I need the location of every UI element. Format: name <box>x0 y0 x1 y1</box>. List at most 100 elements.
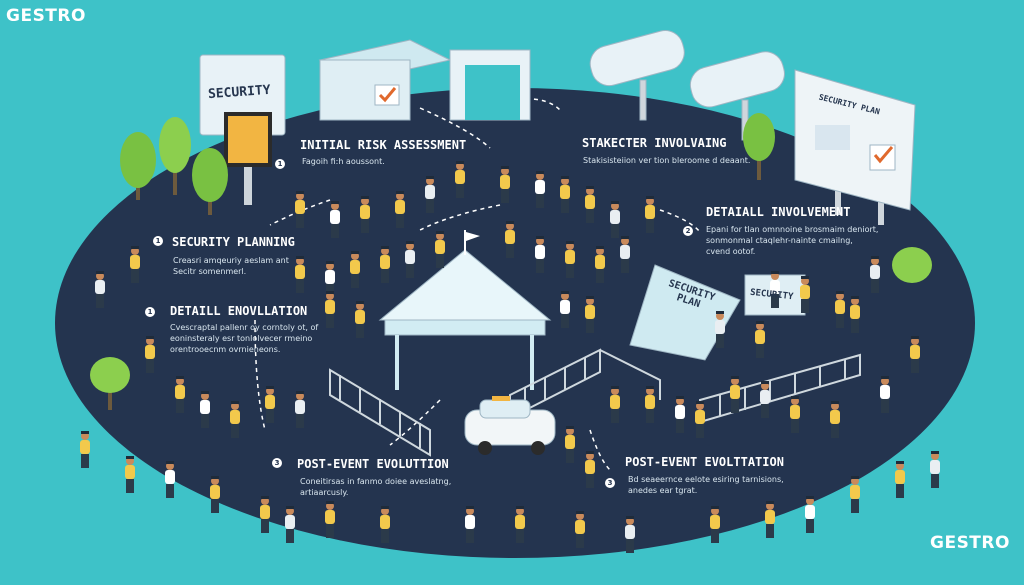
crowd-person-cap <box>211 476 219 479</box>
crowd-person <box>850 485 860 499</box>
crowd-person <box>465 515 475 529</box>
crowd-person-cap <box>331 201 339 204</box>
crowd-person-legs <box>146 359 154 373</box>
crowd-person-cap <box>696 401 704 404</box>
crowd-person <box>850 305 860 319</box>
crowd-person <box>425 185 435 199</box>
crowd-person <box>790 405 800 419</box>
crowd-person-legs <box>676 419 684 433</box>
crowd-person <box>535 180 545 194</box>
crowd-person-cap <box>896 461 904 464</box>
crowd-person <box>835 300 845 314</box>
billboard-left <box>199 54 286 205</box>
crowd-person-legs <box>766 524 774 538</box>
stage-number: 2 <box>683 226 693 236</box>
crowd-person-legs <box>516 529 524 543</box>
crowd-person <box>165 470 175 484</box>
crowd-person-legs <box>896 484 904 498</box>
stage-title-detail-evaluation: DETAILL ENOVLLATION <box>170 304 308 318</box>
crowd-person <box>560 185 570 199</box>
crowd-person-legs <box>586 319 594 333</box>
crowd-person <box>325 300 335 314</box>
crowd-person-cap <box>536 171 544 174</box>
crowd-person-cap <box>566 426 574 429</box>
crowd-person <box>125 465 135 479</box>
crowd-person-legs <box>626 539 634 553</box>
crowd-person-cap <box>381 246 389 249</box>
crowd-person-cap <box>296 391 304 394</box>
crowd-person-legs <box>201 414 209 428</box>
crowd-person-legs <box>361 219 369 233</box>
crowd-person-cap <box>351 251 359 254</box>
crowd-person-legs <box>131 269 139 283</box>
crowd-person <box>350 260 360 274</box>
crowd-person-cap <box>126 456 134 459</box>
stage-number: 3 <box>272 458 282 468</box>
crowd-person-cap <box>506 221 514 224</box>
crowd-person-cap <box>801 276 809 279</box>
crowd-person-legs <box>536 194 544 208</box>
crowd-person-cap <box>166 461 174 464</box>
crowd-person-cap <box>831 401 839 404</box>
crowd-person <box>145 345 155 359</box>
crowd-person-legs <box>696 424 704 438</box>
crowd-person <box>260 505 270 519</box>
crowd-person-cap <box>501 166 509 169</box>
crowd-person <box>910 345 920 359</box>
stage-desc-post-event-left: Coneitirsas in fanmo doiee aveslatng, ar… <box>300 477 452 497</box>
watermark-top-left: GESTRO <box>6 6 86 26</box>
crowd-person <box>175 385 185 399</box>
crowd-person-cap <box>146 336 154 339</box>
watermark-bottom-right: GESTRO <box>930 533 1010 553</box>
crowd-person-cap <box>406 241 414 244</box>
crowd-person <box>620 245 630 259</box>
crowd-person-legs <box>611 409 619 423</box>
crowd-person-cap <box>881 376 889 379</box>
crowd-person-legs <box>231 424 239 438</box>
crowd-person-legs <box>791 419 799 433</box>
crowd-person <box>930 460 940 474</box>
crowd-person-cap <box>806 496 814 499</box>
crowd-person-legs <box>286 529 294 543</box>
crowd-person <box>285 515 295 529</box>
crowd-person-legs <box>836 314 844 328</box>
barriers <box>329 348 861 457</box>
crowd-person <box>765 510 775 524</box>
stage-title-initial-risk: INITIAL RISK ASSESSMENT <box>300 138 467 152</box>
crowd-person-legs <box>576 534 584 548</box>
crowd-person-legs <box>761 404 769 418</box>
crowd-person-legs <box>881 399 889 413</box>
crowd-person-cap <box>261 496 269 499</box>
crowd-person <box>330 210 340 224</box>
crowd-person-legs <box>536 259 544 273</box>
crowd-person-cap <box>676 396 684 399</box>
crowd-person-cap <box>326 261 334 264</box>
crowd-person-cap <box>96 271 104 274</box>
crowd-person <box>585 305 595 319</box>
crowd-person-legs <box>566 264 574 278</box>
crowd-person-legs <box>166 484 174 498</box>
stage-desc-detail-evaluation: Cvescraptal pallenr oy corntoly ot, of e… <box>170 323 319 354</box>
central-tent <box>378 230 552 390</box>
crowd-person-legs <box>801 299 809 313</box>
crowd-person <box>325 270 335 284</box>
crowd-person <box>585 195 595 209</box>
crowd-person-legs <box>331 224 339 238</box>
crowd-person <box>230 410 240 424</box>
crowd-person-cap <box>716 311 724 314</box>
crowd-person-cap <box>201 391 209 394</box>
crowd-person-cap <box>711 506 719 509</box>
crowd-person-cap <box>596 246 604 249</box>
crowd-person-cap <box>771 271 779 274</box>
crowd-person <box>265 395 275 409</box>
crowd-person-cap <box>836 291 844 294</box>
crowd-person-cap <box>791 396 799 399</box>
stage-desc-detail-involvement: Epani for tlan omnnoine brosmaim deniort… <box>706 225 879 256</box>
crowd-person-cap <box>286 506 294 509</box>
crowd-person <box>895 470 905 484</box>
crowd-person-legs <box>261 519 269 533</box>
crowd-person-cap <box>911 336 919 339</box>
crowd-person <box>610 210 620 224</box>
crowd-person-legs <box>381 269 389 283</box>
crowd-person <box>560 300 570 314</box>
